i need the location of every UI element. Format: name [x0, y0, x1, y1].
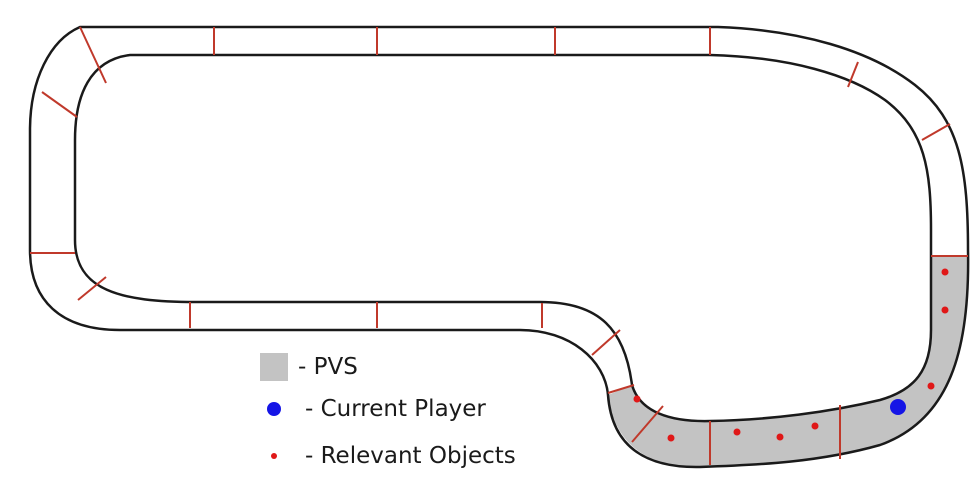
- divider-topright-1: [847, 61, 859, 88]
- track-inner-edge: [73, 53, 933, 423]
- relevant-objects: [633, 268, 949, 442]
- divider-left-lower: [77, 276, 107, 301]
- legend-objects-label: - Relevant Objects: [305, 443, 516, 469]
- relevant-object-dot: [667, 434, 675, 442]
- section-dividers: [30, 26, 968, 465]
- relevant-object-dot: [941, 306, 949, 314]
- legend-objects: - Relevant Objects: [260, 443, 516, 469]
- divider-lower-diag: [591, 329, 621, 356]
- player-dot-icon: [267, 402, 281, 416]
- relevant-object-dot: [633, 395, 641, 403]
- divider-left-upper: [41, 91, 78, 118]
- divider-pvs-2: [631, 405, 664, 443]
- pvs-swatch: [260, 353, 288, 381]
- relevant-object-dot: [776, 433, 784, 441]
- legend-pvs-label: - PVS: [298, 354, 358, 380]
- relevant-object-dot: [927, 382, 935, 390]
- relevant-object-dot: [941, 268, 949, 276]
- object-dot-icon: [271, 453, 277, 459]
- divider-left-top-diag: [79, 26, 107, 84]
- legend-player-label: - Current Player: [305, 396, 486, 422]
- pvs-region: [608, 256, 969, 468]
- current-player-marker: [890, 399, 906, 415]
- relevant-object-dot: [811, 422, 819, 430]
- legend-pvs: - PVS: [260, 353, 358, 381]
- relevant-object-dot: [733, 428, 741, 436]
- divider-pvs-1: [607, 384, 635, 394]
- legend-player: - Current Player: [260, 396, 486, 422]
- track-outer-edge: [28, 25, 970, 469]
- divider-topright-2: [921, 123, 951, 141]
